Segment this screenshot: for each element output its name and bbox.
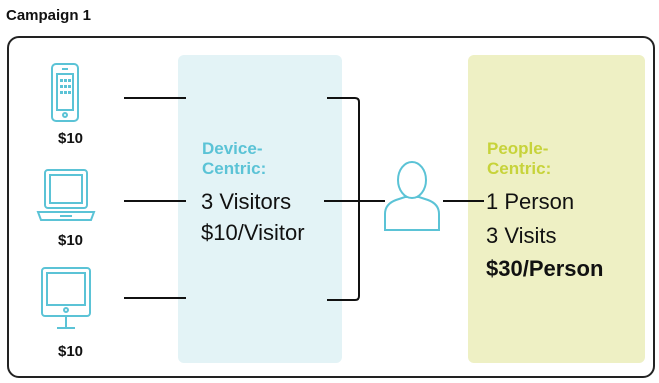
desktop-monitor-icon bbox=[41, 267, 91, 329]
device-centric-heading-line2: Centric: bbox=[202, 159, 267, 178]
people-rate: $30/Person bbox=[486, 256, 604, 281]
device-centric-panel bbox=[178, 55, 342, 363]
laptop-price: $10 bbox=[58, 232, 84, 249]
person-icon bbox=[384, 161, 440, 231]
device-centric-heading: Device- Centric: bbox=[202, 139, 266, 179]
people-centric-heading-line1: People- bbox=[487, 139, 549, 158]
tablet-price: $10 bbox=[58, 130, 84, 147]
people-centric-heading-line2: Centric: bbox=[487, 159, 552, 178]
device-visitors-count: 3 Visitors bbox=[201, 189, 292, 214]
bracket bbox=[327, 97, 360, 301]
campaign-frame bbox=[7, 36, 655, 378]
people-centric-panel bbox=[468, 55, 645, 363]
device-centric-heading-line1: Device- bbox=[202, 139, 263, 158]
tablet-icon bbox=[51, 63, 79, 122]
people-person-count: 1 Person bbox=[486, 189, 575, 214]
people-centric-heading: People- Centric: bbox=[487, 139, 551, 179]
diagram-title: Campaign 1 bbox=[6, 7, 92, 24]
people-visits-count: 3 Visits bbox=[486, 223, 557, 248]
desktop-price: $10 bbox=[58, 343, 84, 360]
laptop-icon bbox=[36, 169, 96, 221]
device-rate: $10/Visitor bbox=[201, 220, 305, 245]
